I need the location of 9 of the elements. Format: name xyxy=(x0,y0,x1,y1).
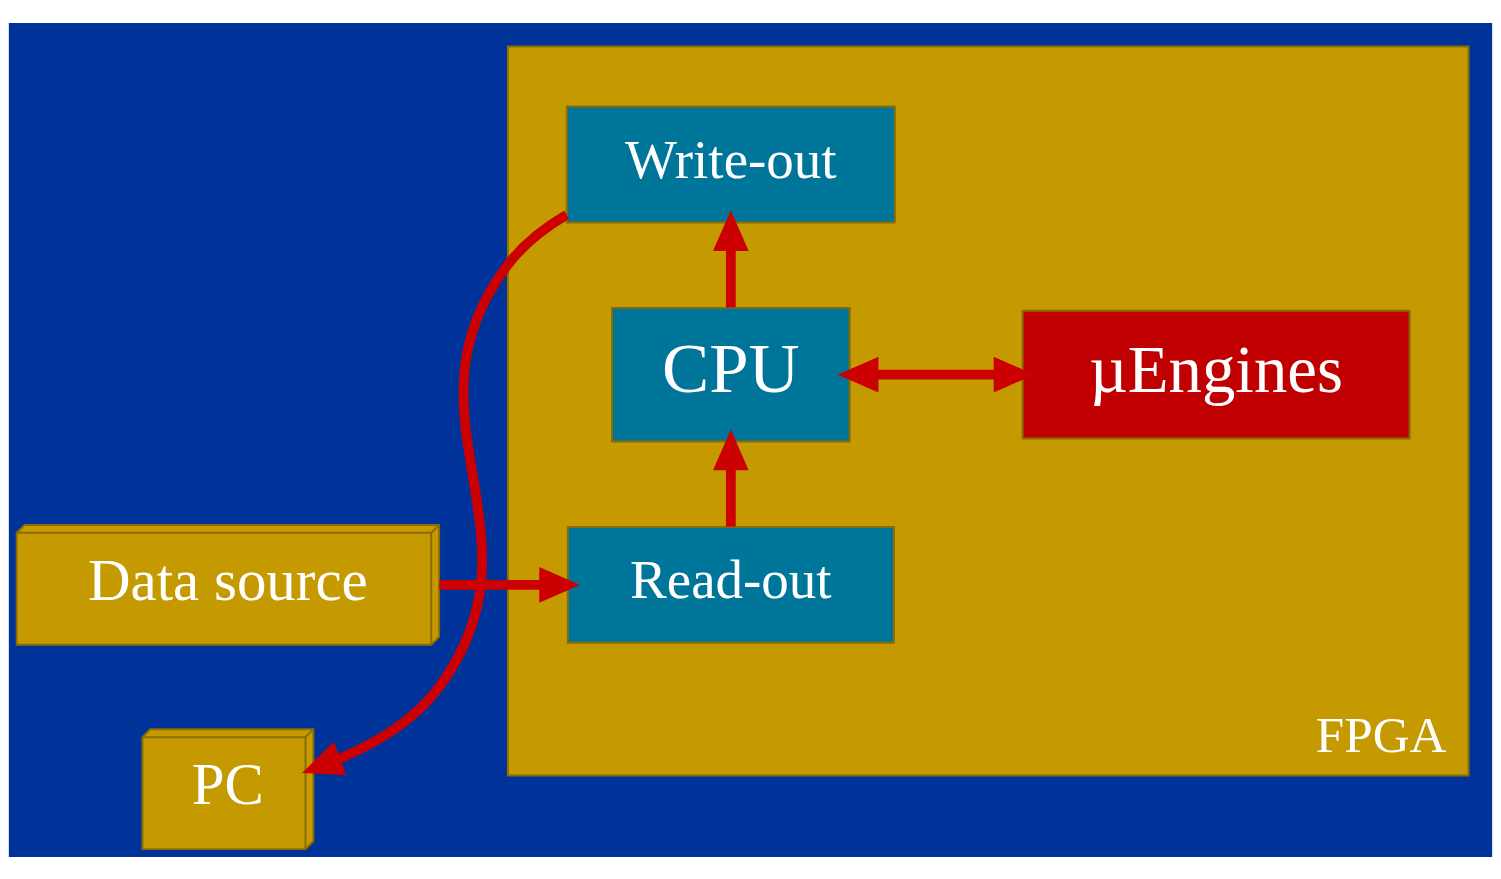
arrow xyxy=(837,356,1035,392)
node-box: Write-out xyxy=(565,105,896,223)
arrow xyxy=(713,209,749,307)
arrow xyxy=(713,429,749,527)
arrow xyxy=(439,566,581,603)
node-box: CPU xyxy=(611,306,851,442)
node-box: µEngines xyxy=(1021,309,1411,439)
node-box: Read-out xyxy=(566,525,895,644)
arrow xyxy=(302,210,570,775)
